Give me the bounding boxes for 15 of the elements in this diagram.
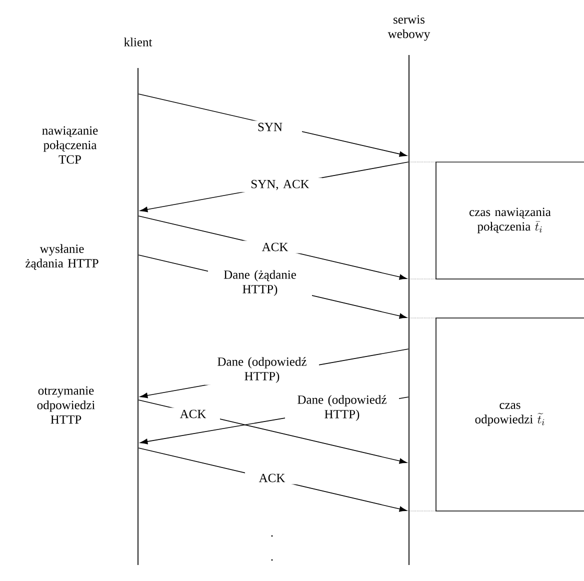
edge-label: SYN, ACK xyxy=(252,180,310,190)
edge-label: Dane (odpowiedź HTTP) xyxy=(298,395,386,421)
phase-label: nawiązanie połączenia TCP xyxy=(42,126,98,164)
edge-label: ACK xyxy=(258,474,286,482)
edge-label: ACK xyxy=(180,410,206,418)
edge-label: Dane (żądanie HTTP) xyxy=(224,270,296,296)
lifeline-label: klient xyxy=(124,38,152,46)
edge-label: SYN xyxy=(258,122,282,132)
time-box: czas odpowiedzi $\widetilde{t}_i$ xyxy=(410,318,584,512)
phase-label: otrzymanie odpowiedzi HTTP xyxy=(37,386,95,424)
edge-label: ACK xyxy=(262,242,288,252)
edge-label: Dane (odpowiedź HTTP) xyxy=(218,357,306,383)
time-box: czas nawiązania połączenia $\bar{t}_i$ xyxy=(410,162,584,280)
phase-label: wysłanie żądania HTTP xyxy=(26,244,98,270)
lifeline-label: serwis webowy xyxy=(388,15,430,41)
